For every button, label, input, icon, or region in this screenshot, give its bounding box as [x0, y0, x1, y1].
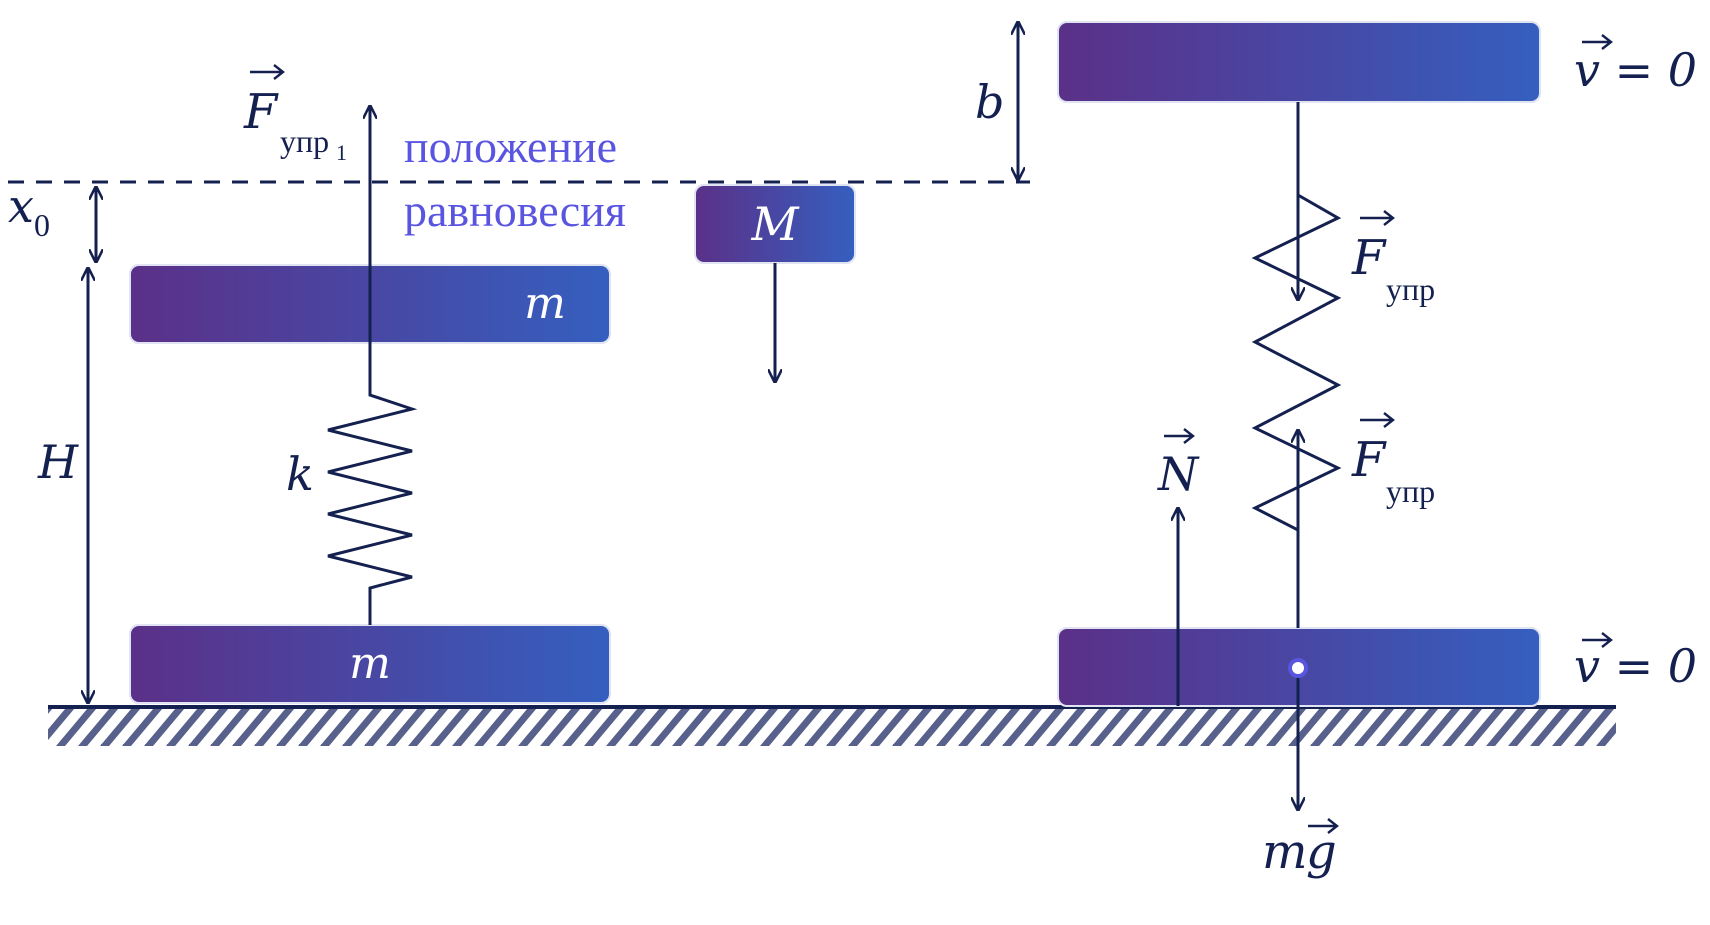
velocity-bottom-label: v = 0 [1574, 632, 1697, 693]
equilibrium-label-line1: положение [404, 121, 617, 172]
normal-force-symbol: N [1157, 447, 1200, 501]
spring-force-1-subscript: упр [280, 123, 329, 159]
falling-mass-label: M [750, 197, 800, 251]
vector-arrow-icon [1360, 412, 1395, 428]
vector-arrow-icon [1308, 818, 1339, 834]
b-label: b [975, 75, 1004, 129]
vector-arrow-icon [250, 64, 285, 80]
ground [48, 705, 1616, 746]
spring-force-1-label: F упр 1 [243, 64, 347, 165]
vector-arrow-icon [1582, 632, 1613, 648]
vector-arrow-icon [1360, 210, 1395, 226]
spring-force-top-label: F упр [1351, 210, 1435, 307]
spring-force-top-symbol: F [1351, 230, 1387, 286]
bottom-left-block-label: m [349, 638, 391, 689]
height-label: H [37, 435, 79, 489]
spring-force-bottom-subscript: упр [1386, 473, 1435, 509]
right-spring [1251, 102, 1342, 628]
gravity-g-symbol: g [1306, 824, 1337, 880]
vector-arrow-icon [1164, 428, 1195, 444]
velocity-bottom-text: v = 0 [1574, 639, 1697, 693]
spring-force-1-symbol: F [243, 84, 279, 140]
velocity-top-text: v = 0 [1574, 43, 1697, 97]
left-spring [327, 343, 418, 625]
velocity-top-label: v = 0 [1574, 34, 1697, 97]
spring-constant-label: k [286, 447, 314, 501]
equilibrium-label-line2: равновесия [404, 185, 626, 236]
ground-hatching [48, 708, 1616, 746]
spring-force-1-index: 1 [336, 140, 347, 165]
x0-label: x0 [8, 179, 50, 243]
vector-arrow-icon [1582, 34, 1613, 50]
normal-force-label: N [1157, 428, 1200, 501]
top-left-block-label: m [524, 278, 566, 329]
spring-force-bottom-symbol: F [1351, 432, 1387, 488]
spring-force-bottom-label: F упр [1351, 412, 1435, 509]
center-of-mass-dot [1288, 658, 1308, 678]
gravity-label: m g [1262, 818, 1339, 880]
spring-force-top-subscript: упр [1386, 271, 1435, 307]
gravity-mass-symbol: m [1262, 824, 1308, 880]
top-right-block [1057, 21, 1541, 103]
